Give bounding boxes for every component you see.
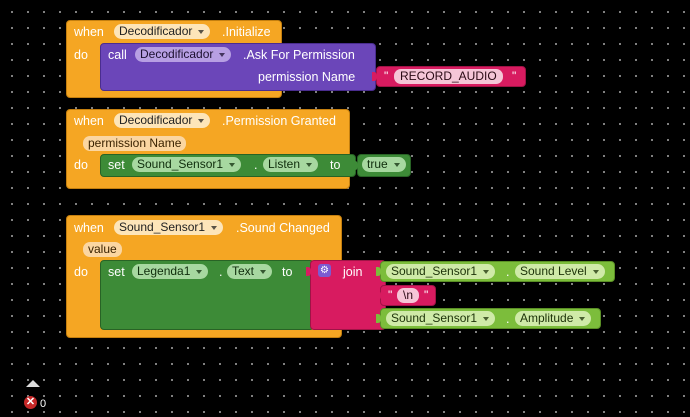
quote-close: ": [424, 288, 429, 302]
mutator-gear-icon[interactable]: ⚙: [318, 264, 331, 277]
do-keyword: do: [74, 265, 88, 279]
set-keyword: set: [108, 158, 125, 172]
do-keyword: do: [74, 48, 88, 62]
warning-toggle-icon[interactable]: [26, 380, 40, 387]
set-component-dropdown[interactable]: Legenda1: [132, 264, 209, 279]
when-keyword: when: [74, 25, 104, 39]
boolean-dropdown[interactable]: true: [362, 157, 406, 172]
call-keyword: call: [108, 48, 127, 62]
event-name: .Initialize: [222, 25, 271, 39]
component-dropdown[interactable]: Decodificador: [114, 24, 211, 39]
set-keyword: set: [108, 265, 125, 279]
dot-separator: .: [219, 265, 223, 279]
error-count: 0: [40, 398, 47, 410]
when-keyword: when: [74, 221, 104, 235]
text-value[interactable]: RECORD_AUDIO: [394, 69, 503, 84]
text-value[interactable]: \n: [397, 288, 420, 303]
dot-separator: .: [254, 158, 258, 172]
socket-tab: [306, 267, 311, 276]
dot-separator: .: [506, 265, 510, 279]
set-component-dropdown[interactable]: Sound_Sensor1: [132, 157, 242, 172]
join-keyword: join: [343, 265, 363, 279]
socket-tab: [376, 267, 381, 276]
do-keyword: do: [74, 158, 88, 172]
getter-property-dropdown[interactable]: Sound Level: [515, 264, 605, 279]
socket-tab: [353, 161, 358, 170]
to-keyword: to: [282, 265, 293, 279]
quote-open: ": [384, 69, 389, 83]
method-name: .Ask For Permission: [243, 48, 355, 62]
argument-label: permission Name: [258, 70, 356, 84]
event-name: .Permission Granted: [222, 114, 336, 128]
component-dropdown[interactable]: Decodificador: [114, 113, 211, 128]
set-property-dropdown[interactable]: Text: [227, 264, 273, 279]
event-parameter[interactable]: permission Name: [83, 136, 187, 151]
to-keyword: to: [330, 158, 341, 172]
event-name: .Sound Changed: [236, 221, 330, 235]
when-keyword: when: [74, 114, 104, 128]
socket-tab: [376, 291, 381, 300]
dot-separator: .: [506, 312, 510, 326]
event-parameter[interactable]: value: [83, 242, 122, 257]
quote-close: ": [512, 69, 517, 83]
socket-tab: [372, 72, 377, 81]
component-dropdown[interactable]: Sound_Sensor1: [114, 220, 224, 235]
quote-open: ": [388, 288, 393, 302]
getter-property-dropdown[interactable]: Amplitude: [515, 311, 592, 326]
set-property-dropdown[interactable]: Listen: [263, 157, 319, 172]
socket-tab: [376, 314, 381, 323]
call-component-dropdown[interactable]: Decodificador: [135, 47, 232, 62]
getter-component-dropdown[interactable]: Sound_Sensor1: [386, 311, 496, 326]
getter-component-dropdown[interactable]: Sound_Sensor1: [386, 264, 496, 279]
error-icon[interactable]: ✕: [24, 396, 37, 409]
